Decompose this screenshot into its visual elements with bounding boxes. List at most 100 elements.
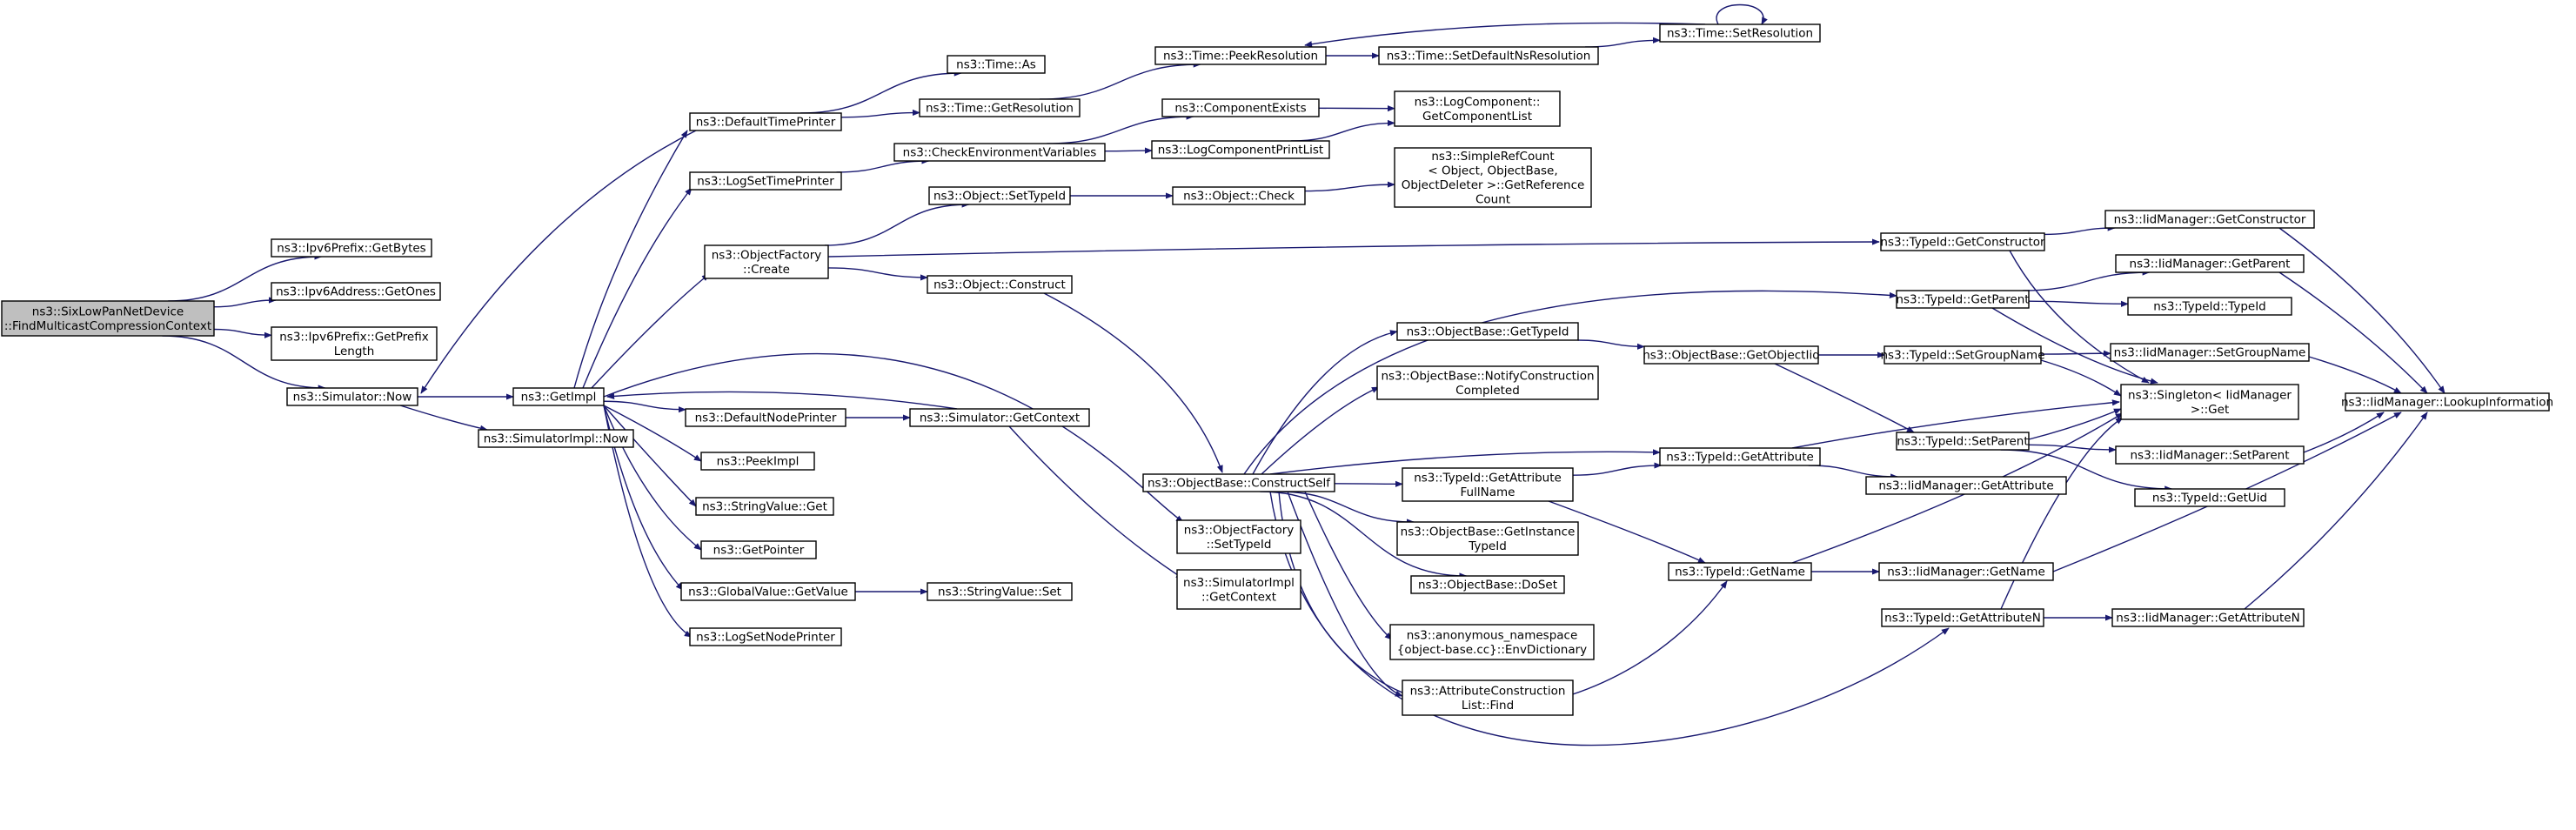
node-typeid-getattr[interactable]: ns3::TypeId::GetAttribute: [1659, 447, 1821, 466]
node-typeid-setgroupname[interactable]: ns3::TypeId::SetGroupName: [1880, 345, 2045, 365]
node-label: ns3::ObjectBase::GetTypeId: [1407, 325, 1569, 339]
node-box: [700, 540, 817, 559]
node-comp-exists[interactable]: ns3::ComponentExists: [1161, 98, 1320, 117]
node-sim-now[interactable]: ns3::Simulator::Now: [286, 387, 418, 406]
node-label: ns3::Time::PeekResolution: [1163, 50, 1318, 64]
node-objbase-notify[interactable]: ns3::ObjectBase::NotifyConstructionCompl…: [1376, 365, 1599, 400]
edge-typeid-getconstructor-to-singleton-get: [2009, 250, 2150, 384]
node-label: ns3::TypeId::GetName: [1675, 566, 1805, 579]
node-ipv6pfx-bytes[interactable]: ns3::Ipv6Prefix::GetBytes: [271, 238, 432, 258]
edge-objbase-constructself-to-objbase-gettypeid: [1252, 330, 1398, 475]
node-box: [1896, 432, 2030, 451]
node-box: [271, 238, 432, 258]
node-typeid-setparent[interactable]: ns3::TypeId::SetParent: [1896, 432, 2030, 451]
node-iid-getname[interactable]: ns3::IidManager::GetName: [1878, 562, 2054, 581]
edge-time-setres-to-time-peekres: [1304, 22, 1706, 48]
node-label: ns3::ObjectFactory: [1184, 523, 1295, 537]
node-typeid-getname[interactable]: ns3::TypeId::GetName: [1668, 562, 1812, 581]
node-singleton-get[interactable]: ns3::Singleton< IidManager>::Get: [2120, 384, 2299, 420]
node-box: [1394, 147, 1592, 208]
node-box: [1, 300, 215, 337]
node-check-env[interactable]: ns3::CheckEnvironmentVariables: [893, 143, 1106, 162]
node-time-setres[interactable]: ns3::Time::SetResolution: [1659, 23, 1821, 43]
node-simplerefcount[interactable]: ns3::SimpleRefCount< Object, ObjectBase,…: [1394, 147, 1592, 208]
node-objbase-constructself[interactable]: ns3::ObjectBase::ConstructSelf: [1142, 473, 1335, 492]
node-objfactory-settypeid[interactable]: ns3::ObjectFactory::SetTypeId: [1176, 519, 1301, 554]
node-box: [928, 186, 1071, 205]
edge-objbase-getobjiid-to-typeid-setparent: [1774, 363, 1915, 433]
node-getpointer[interactable]: ns3::GetPointer: [700, 540, 817, 559]
node-iid-setgroupname[interactable]: ns3::IidManager::SetGroupName: [2110, 343, 2310, 362]
node-simimpl-getcontext[interactable]: ns3::SimulatorImpl::GetContext: [1176, 569, 1301, 610]
node-globalvalue-get[interactable]: ns3::GlobalValue::GetValue: [680, 582, 856, 601]
node-label: ns3::GetImpl: [521, 391, 597, 405]
node-time-as[interactable]: ns3::Time::As: [947, 55, 1046, 74]
edge-getimpl-to-def-node-printer: [603, 400, 686, 413]
node-label: ns3::PeekImpl: [717, 455, 800, 469]
node-iid-getparent[interactable]: ns3::IidManager::GetParent: [2115, 254, 2305, 273]
node-def-node-printer[interactable]: ns3::DefaultNodePrinter: [685, 408, 846, 427]
node-stringvalue-get[interactable]: ns3::StringValue::Get: [695, 497, 834, 516]
node-log-set-node[interactable]: ns3::LogSetNodePrinter: [689, 627, 842, 646]
node-stringvalue-set[interactable]: ns3::StringValue::Set: [927, 582, 1073, 601]
node-label: ns3::TypeId::GetAttributeN: [1884, 612, 2041, 626]
node-iid-getattrn[interactable]: ns3::IidManager::GetAttributeN: [2111, 608, 2305, 627]
node-iid-lookup[interactable]: ns3::IidManager::LookupInformation: [2341, 392, 2553, 412]
node-time-setdefns[interactable]: ns3::Time::SetDefaultNsResolution: [1378, 46, 1599, 65]
node-peekimpl[interactable]: ns3::PeekImpl: [700, 452, 815, 471]
node-anon-envdict[interactable]: ns3::anonymous_namespace{object-base.cc}…: [1389, 624, 1595, 660]
node-typeid-getattrn[interactable]: ns3::TypeId::GetAttributeN: [1881, 608, 2044, 627]
edge-objbase-constructself-to-objbase-getinst: [1277, 491, 1415, 525]
edge-getimpl-to-peekimpl: [603, 405, 702, 462]
edge-typeid-getparent-to-typeid-typeid: [2028, 300, 2129, 307]
node-box: [2127, 297, 2292, 316]
node-label: ns3::IidManager::GetConstructor: [2114, 213, 2306, 227]
node-objbase-doset[interactable]: ns3::ObjectBase::DoSet: [1410, 575, 1565, 594]
node-label: ns3::Time::GetResolution: [926, 102, 1074, 116]
edge-log-comp-print-to-logcomp-getlist: [1290, 119, 1395, 142]
node-typeid-getuid[interactable]: ns3::TypeId::GetUid: [2134, 488, 2285, 507]
node-label: ns3::IidManager::GetAttributeN: [2116, 612, 2299, 626]
edge-root-to-ipv6addr-ones: [213, 297, 277, 308]
node-objbase-gettypeid[interactable]: ns3::ObjectBase::GetTypeId: [1396, 322, 1579, 341]
node-label: ns3::IidManager::LookupInformation: [2341, 396, 2553, 410]
edge-getimpl-to-objfactory-create: [591, 273, 710, 389]
edge-obj-check-to-simplerefcount: [1304, 181, 1395, 192]
node-iid-getconstructor[interactable]: ns3::IidManager::GetConstructor: [2104, 210, 2315, 229]
node-objbase-getobjiid[interactable]: ns3::ObjectBase::GetObjectIid: [1643, 345, 1820, 365]
node-iid-setparent[interactable]: ns3::IidManager::SetParent: [2115, 445, 2305, 465]
node-typeid-getparent[interactable]: ns3::TypeId::GetParent: [1896, 290, 2030, 309]
node-label: GetComponentList: [1422, 110, 1532, 124]
node-box: [1896, 290, 2030, 309]
node-typeid-typeid[interactable]: ns3::TypeId::TypeId: [2127, 297, 2292, 316]
node-box: [927, 275, 1073, 294]
node-obj-check[interactable]: ns3::Object::Check: [1172, 186, 1306, 205]
node-log-set-time[interactable]: ns3::LogSetTimePrinter: [689, 171, 842, 191]
node-label: ns3::IidManager::GetParent: [2130, 258, 2291, 271]
node-label: ns3::StringValue::Get: [702, 500, 827, 514]
node-time-getres[interactable]: ns3::Time::GetResolution: [919, 98, 1081, 117]
node-objfactory-create[interactable]: ns3::ObjectFactory::Create: [704, 244, 829, 279]
node-ipv6addr-ones[interactable]: ns3::Ipv6Address::GetOnes: [271, 282, 441, 301]
node-label: ns3::StringValue::Set: [938, 586, 1061, 599]
node-time-peekres[interactable]: ns3::Time::PeekResolution: [1154, 46, 1327, 65]
node-logcomp-getlist[interactable]: ns3::LogComponent::GetComponentList: [1394, 90, 1561, 127]
node-obj-construct[interactable]: ns3::Object::Construct: [927, 275, 1073, 294]
node-iid-getattr[interactable]: ns3::IidManager::GetAttribute: [1865, 476, 2067, 495]
node-def-time-printer[interactable]: ns3::DefaultTimePrinter: [689, 112, 842, 131]
node-typeid-getconstructor[interactable]: ns3::TypeId::GetConstructor: [1880, 232, 2045, 251]
node-label: ns3::SixLowPanNetDevice: [32, 305, 184, 318]
node-simimpl-now[interactable]: ns3::SimulatorImpl::Now: [478, 429, 634, 448]
edge-obj-construct-to-objbase-constructself: [1043, 292, 1223, 473]
node-log-comp-print[interactable]: ns3::LogComponentPrintList: [1151, 140, 1330, 159]
node-root[interactable]: ns3::SixLowPanNetDevice::FindMulticastCo…: [1, 300, 215, 337]
edge-time-setres-to-time-setres: [1716, 3, 1768, 25]
node-sim-getcontext[interactable]: ns3::Simulator::GetContext: [909, 408, 1090, 427]
node-getimpl[interactable]: ns3::GetImpl: [512, 387, 605, 406]
node-obj-settypeid[interactable]: ns3::Object::SetTypeId: [928, 186, 1071, 205]
